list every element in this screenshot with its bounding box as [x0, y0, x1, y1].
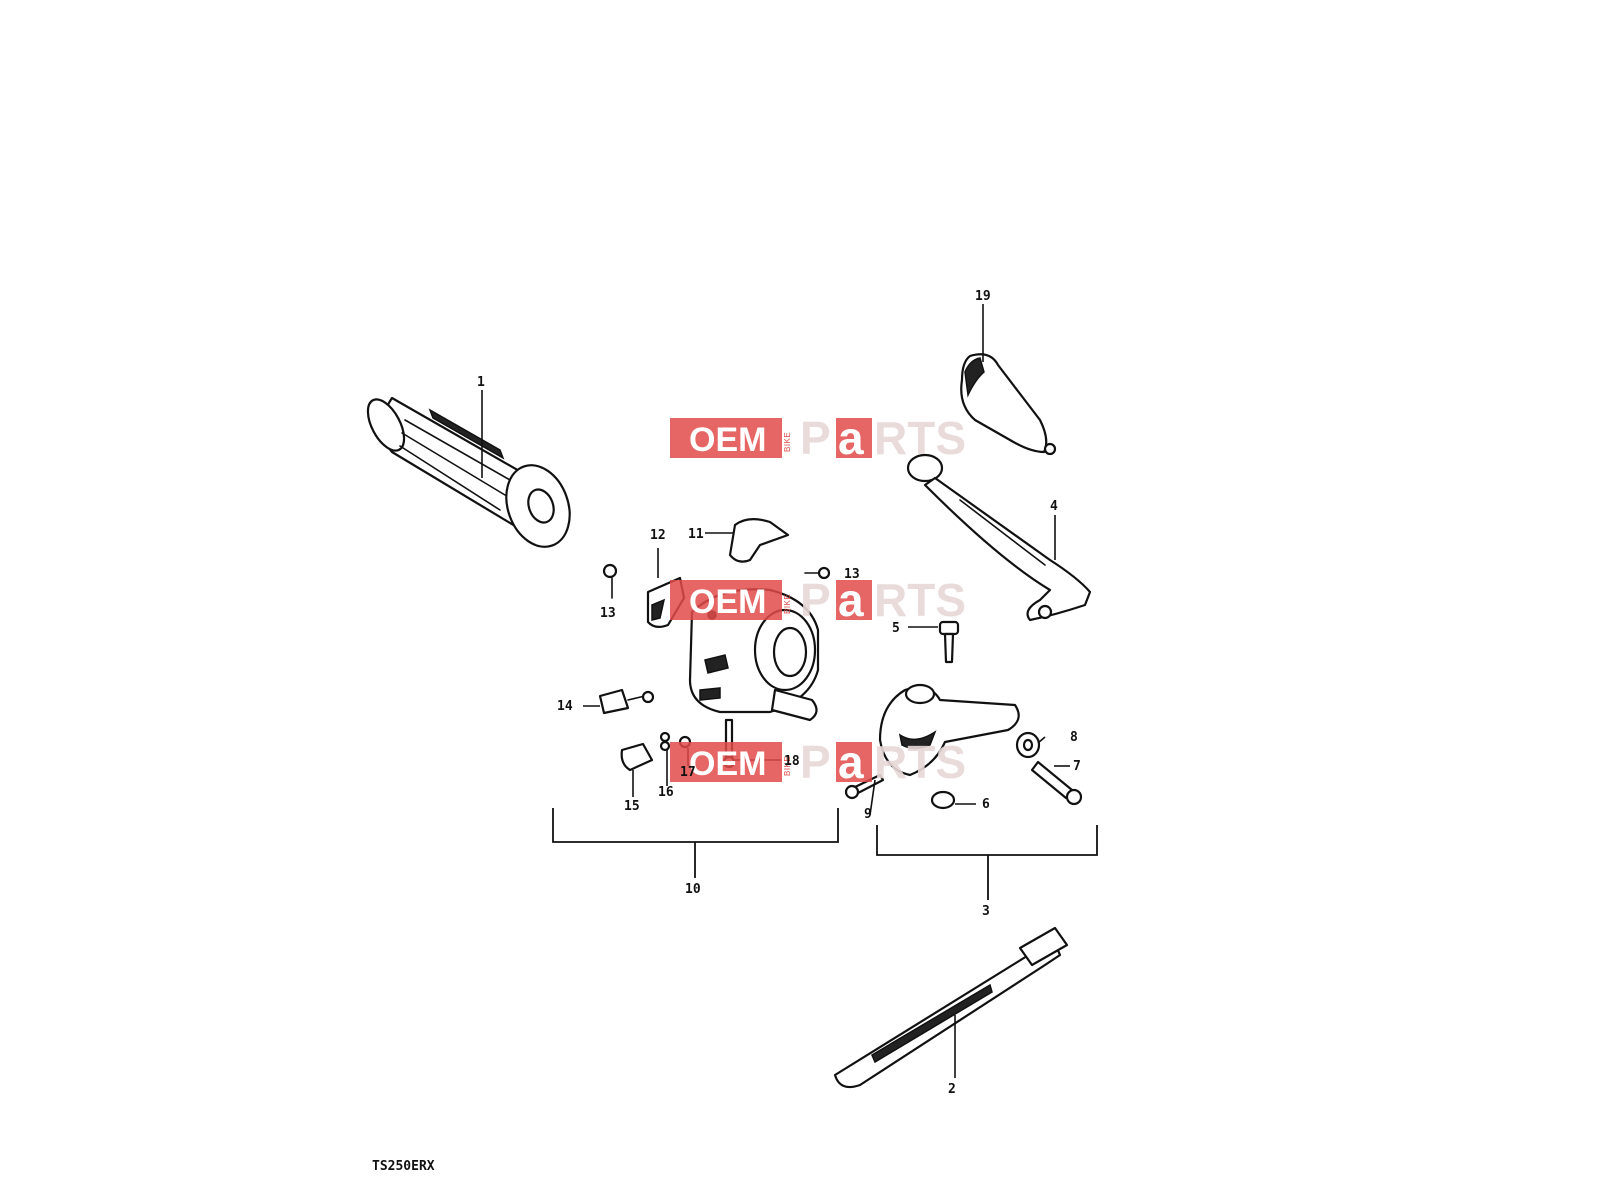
- model-code: TS250ERX: [372, 1159, 435, 1174]
- switch-15-part[interactable]: [620, 742, 654, 772]
- callout-5: 5: [892, 621, 900, 636]
- callout-12: 12: [650, 528, 666, 543]
- callout-9: 9: [864, 807, 872, 822]
- switch-14-part[interactable]: [598, 688, 655, 715]
- svg-text:OEM: OEM: [689, 421, 766, 459]
- callout-16: 16: [658, 785, 674, 800]
- band-part[interactable]: [833, 926, 1069, 1089]
- svg-text:P: P: [800, 412, 831, 464]
- nut-part[interactable]: [930, 790, 956, 810]
- watermark-top: OEM BIKE P a RTS: [670, 412, 966, 464]
- watermark-bottom: OEM BIKE P a RTS: [670, 736, 966, 788]
- svg-text:OEM: OEM: [689, 583, 766, 621]
- adjuster-bolt-part[interactable]: [1030, 760, 1083, 806]
- small-screw-part[interactable]: [602, 563, 831, 599]
- callout-15: 15: [624, 799, 640, 814]
- svg-text:a: a: [838, 736, 864, 788]
- callout-8: 8: [1070, 730, 1078, 745]
- switch-knob-11-part[interactable]: [728, 518, 790, 563]
- svg-text:P: P: [800, 736, 831, 788]
- svg-text:BIKE: BIKE: [783, 432, 792, 452]
- callout-2: 2: [948, 1082, 956, 1097]
- callout-6: 6: [982, 797, 990, 812]
- callout-labels: 1 2 3 4 5 6 7 8 9 10 11 12 13 13 14 15 1…: [477, 289, 1081, 1097]
- callout-19: 19: [975, 289, 991, 304]
- callout-17: 17: [680, 765, 696, 780]
- watermark-middle: OEM BIKE P a RTS: [670, 574, 966, 626]
- callout-10: 10: [685, 882, 701, 897]
- group-bracket-10: [552, 808, 839, 878]
- callout-3: 3: [982, 904, 990, 919]
- callout-14: 14: [557, 699, 573, 714]
- callout-18: 18: [784, 754, 800, 769]
- svg-text:a: a: [838, 574, 864, 626]
- svg-text:RTS: RTS: [874, 574, 966, 626]
- callout-13-right: 13: [844, 567, 860, 582]
- callout-7: 7: [1073, 759, 1081, 774]
- callout-1: 1: [477, 375, 485, 390]
- lever-holder-part[interactable]: [878, 683, 1020, 777]
- washer-part[interactable]: [1015, 731, 1041, 759]
- svg-text:RTS: RTS: [874, 412, 966, 464]
- pivot-bolt-part[interactable]: [938, 620, 960, 664]
- grip-part[interactable]: [360, 394, 580, 556]
- svg-text:BIKE: BIKE: [783, 594, 792, 614]
- callout-4: 4: [1050, 499, 1058, 514]
- svg-text:RTS: RTS: [874, 736, 966, 788]
- spring-part[interactable]: [659, 731, 671, 752]
- lever-cover-part[interactable]: [960, 353, 1057, 456]
- group-bracket-3: [876, 825, 1098, 900]
- callout-11: 11: [688, 527, 704, 542]
- svg-text:OEM: OEM: [689, 745, 766, 783]
- callout-13-left: 13: [600, 606, 616, 621]
- brake-lever-part[interactable]: [906, 453, 1092, 622]
- svg-text:a: a: [838, 412, 864, 464]
- svg-text:P: P: [800, 574, 831, 626]
- svg-text:BIKE: BIKE: [783, 756, 792, 776]
